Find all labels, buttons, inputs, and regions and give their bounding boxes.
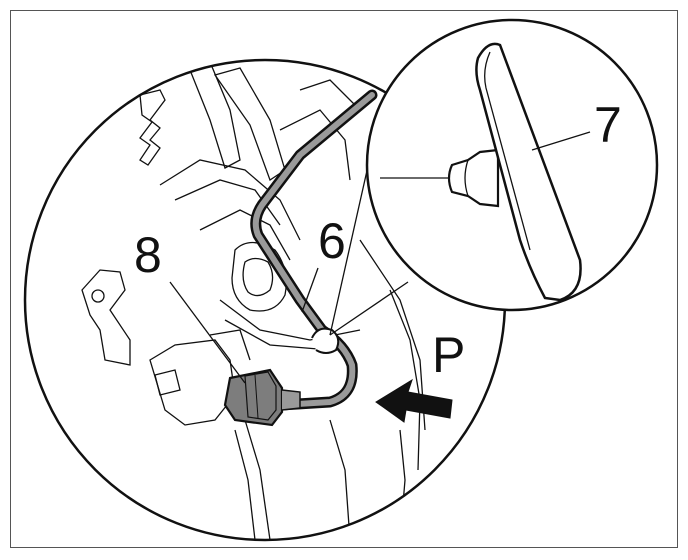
magnified-inset (365, 18, 659, 312)
callout-6: 6 (318, 213, 346, 269)
mounting-plate (475, 42, 582, 302)
callout-7: 7 (594, 97, 622, 153)
cable-harness (250, 89, 378, 412)
arrow-p (375, 378, 453, 423)
callout-p: P (432, 327, 465, 383)
connector (223, 368, 301, 427)
cable-clip (311, 327, 340, 354)
callout-8: 8 (134, 227, 162, 283)
